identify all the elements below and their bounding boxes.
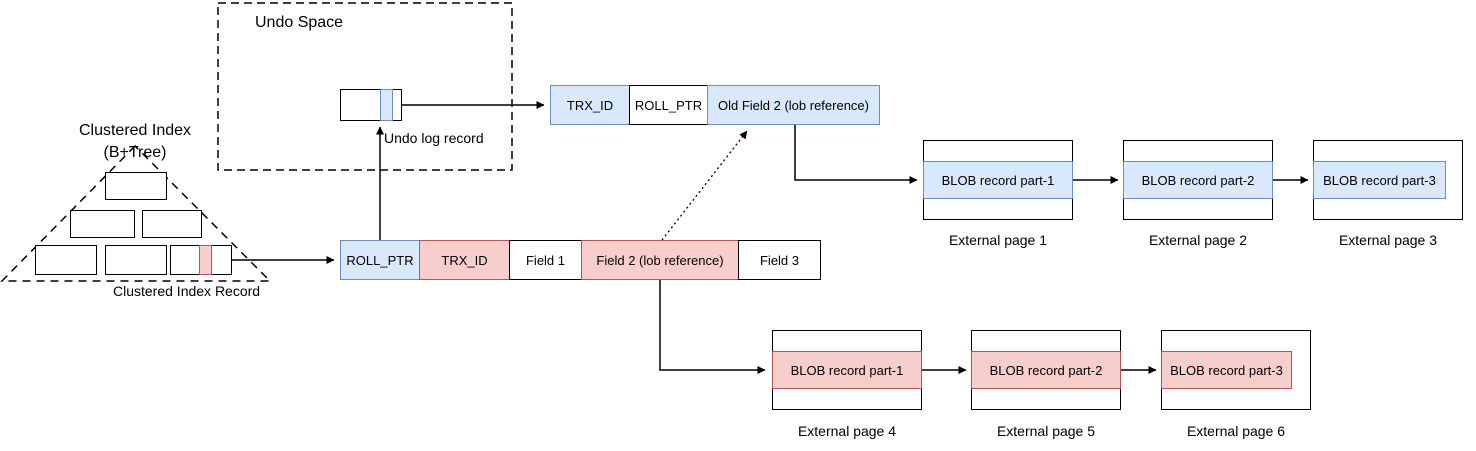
main-record-row: ROLL_PTR TRX_ID Field 1 Field 2 (lob ref… (340, 240, 821, 280)
external-page-1-box: BLOB record part-1 (923, 140, 1073, 220)
clustered-index-title-line2: (B+Tree) (103, 143, 167, 161)
undo-record-row: TRX_ID ROLL_PTR Old Field 2 (lob referen… (550, 85, 880, 125)
external-page-2-box: BLOB record part-2 (1123, 140, 1273, 220)
external-page-3-box: BLOB record part-3 (1313, 140, 1463, 220)
external-page-4-label: External page 4 (797, 423, 897, 439)
btree-node-leaf-1 (35, 245, 97, 275)
blob-record-part1-red: BLOB record part-1 (772, 351, 922, 389)
blob-record-part3-red: BLOB record part-3 (1161, 351, 1292, 389)
arrow-field2-to-redpage4 (659, 280, 766, 374)
external-page-6-label: External page 6 (1186, 423, 1286, 439)
external-page-3-label: External page 3 (1338, 232, 1438, 248)
btree-node-leaf-2 (105, 245, 167, 275)
btree-node-root (105, 172, 167, 200)
undo-record-cell-old-field2: Old Field 2 (lob reference) (707, 85, 880, 125)
clustered-index-title: Clustered Index (B+Tree) (35, 120, 235, 163)
blob-record-part2-blue: BLOB record part-2 (1123, 161, 1273, 199)
external-page-5-box: BLOB record part-2 (971, 330, 1121, 410)
undo-log-record-label: Undo log record (384, 130, 484, 146)
external-page-2-label: External page 2 (1148, 232, 1248, 248)
blob-record-part1-blue: BLOB record part-1 (923, 161, 1073, 199)
external-page-5-label: External page 5 (996, 423, 1096, 439)
undo-space-title: Undo Space (255, 14, 344, 31)
btree-triangle (0, 144, 272, 282)
dotted-arrow-field2-to-oldfield2 (661, 130, 748, 241)
external-page-6-box: BLOB record part-3 (1161, 330, 1311, 410)
main-record-cell-field1: Field 1 (509, 240, 582, 280)
undo-space-dashed-border (217, 2, 513, 171)
main-record-cell-field2: Field 2 (lob reference) (581, 240, 739, 280)
btree-node-mid-2 (142, 210, 202, 238)
blob-record-part2-red: BLOB record part-2 (971, 351, 1121, 389)
main-record-cell-trx-id: TRX_ID (419, 240, 510, 280)
clustered-index-record-label: Clustered Index Record (113, 283, 261, 299)
external-page-4-box: BLOB record part-1 (772, 330, 922, 410)
undo-record-cell-trx-id: TRX_ID (550, 85, 630, 125)
clustered-index-title-line1: Clustered Index (78, 122, 192, 139)
main-record-cell-roll-ptr: ROLL_PTR (340, 240, 420, 280)
clustered-index-record-cell (199, 245, 212, 275)
undo-log-record-pointer-cell (380, 89, 393, 121)
arrow-oldfield2-to-bluepage1 (794, 125, 918, 184)
blob-record-part3-blue: BLOB record part-3 (1313, 161, 1446, 199)
main-record-cell-field3: Field 3 (738, 240, 821, 280)
external-page-1-label: External page 1 (948, 232, 1048, 248)
undo-record-cell-roll-ptr: ROLL_PTR (629, 85, 708, 125)
btree-node-mid-1 (70, 210, 135, 238)
